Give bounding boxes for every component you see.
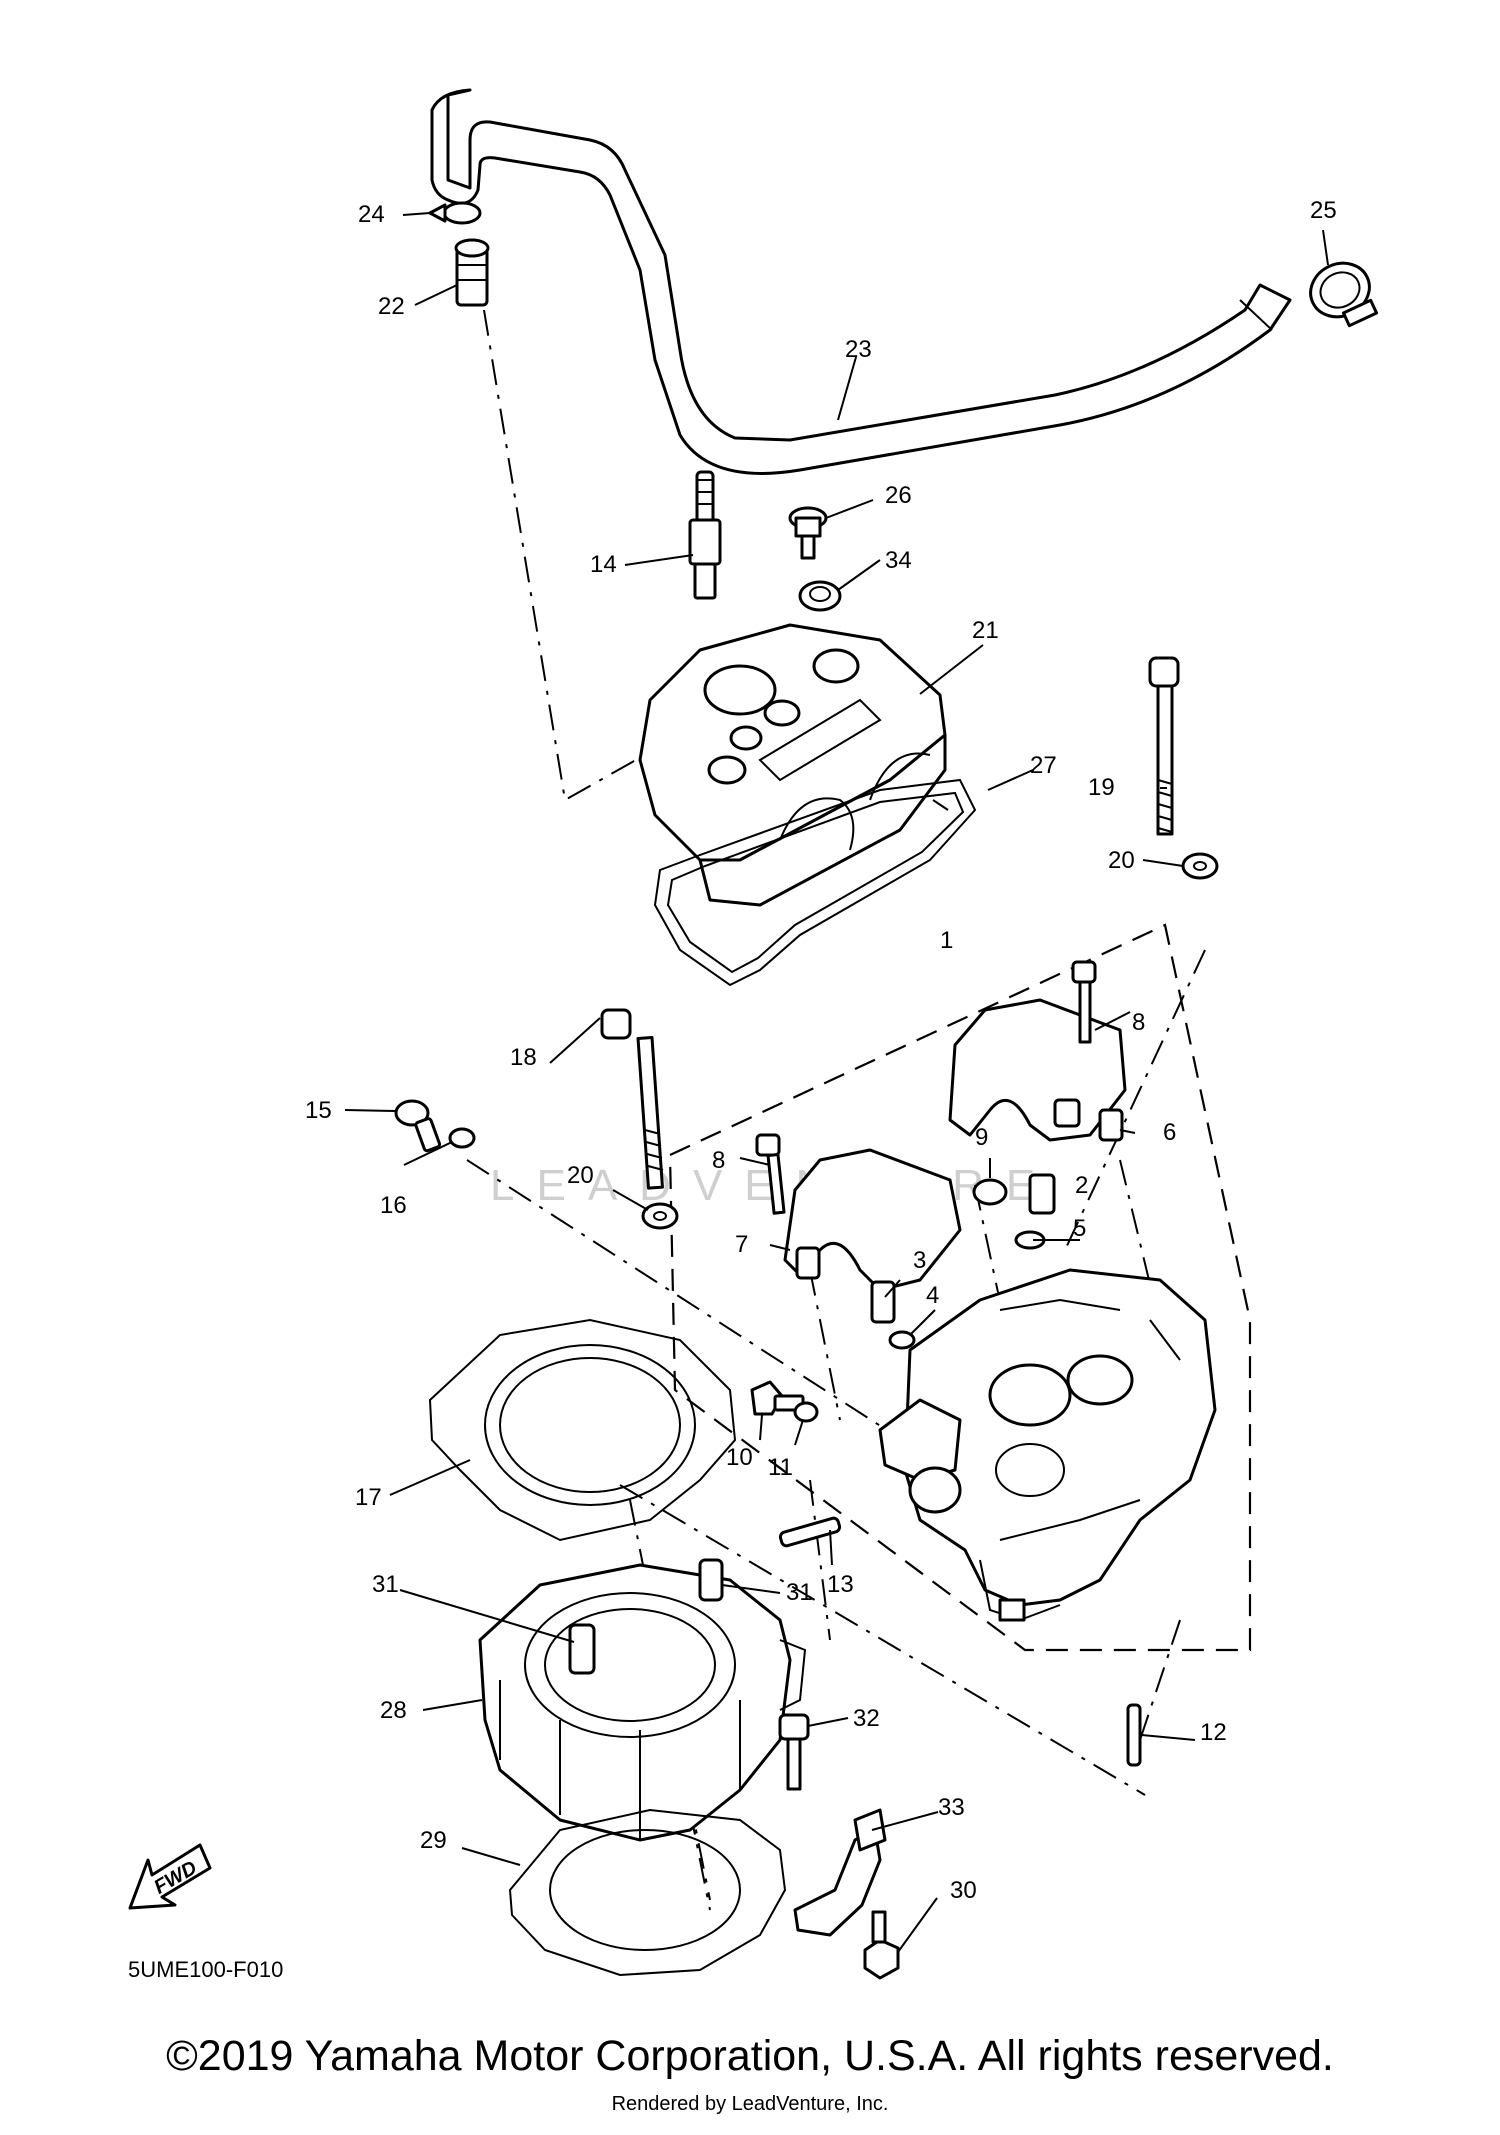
callout-27: 27 [1030,752,1057,779]
cylinder-head [878,1268,1217,1622]
callout-17: 17 [355,1484,382,1511]
hose-fitting [454,238,490,307]
callout-16: 16 [380,1192,407,1219]
callout-25: 25 [1310,197,1337,224]
diagram-code: 5UME100-F010 [128,1957,283,1982]
callout-22: 22 [378,293,405,320]
oil-passage-parts [870,1173,1056,1350]
callout-3: 3 [913,1247,926,1274]
callout-31-left: 31 [372,1571,399,1598]
cylinder-dowels [568,1558,724,1675]
spark-plug [688,470,722,600]
callout-13: 13 [827,1571,854,1598]
plug-bolt [394,1099,442,1153]
callout-30: 30 [950,1877,977,1904]
callout-6: 6 [1163,1119,1176,1146]
callout-28: 28 [380,1697,407,1724]
stud-bolt [778,1516,842,1548]
check-bolt-washer [793,1401,819,1423]
breather-hose [430,88,1292,475]
washer-right [1181,852,1219,880]
callout-4: 4 [926,1282,939,1309]
callout-20-left: 20 [567,1162,594,1189]
flange-bolt [863,1910,900,1980]
hose-clamp [1309,261,1379,328]
callout-7: 7 [735,1231,748,1258]
rendered-by-credit: Rendered by LeadVenture, Inc. [611,2093,889,2115]
hose-guide-bracket [793,1808,887,1937]
cylinder-head-assembly-outline [668,923,1252,1652]
callout-8-lower: 8 [712,1147,725,1174]
callout-9: 9 [975,1124,988,1151]
grommet [798,580,842,612]
callout-8-upper: 8 [1132,1009,1145,1036]
callout-11: 11 [768,1454,793,1481]
cylinder-head-cover [638,623,947,907]
cylinder-base-gasket [508,1808,787,1977]
callout-5: 5 [1073,1215,1086,1242]
exploded-parts-diagram: LEADVENTURE [128,88,1379,1982]
callout-32: 32 [853,1705,880,1732]
callout-numbers: 1 2 3 4 5 6 7 8 8 9 10 11 12 13 14 15 16… [305,197,1337,1904]
cylinder-block [478,1563,807,1842]
head-bolt-left [600,1008,664,1190]
cylinder-head-gasket [428,1318,737,1542]
cover-gasket [653,778,977,987]
callout-18: 18 [510,1044,537,1071]
copyright-notice: ©2019 Yamaha Motor Corporation, U.S.A. A… [166,2032,1334,2080]
leader-lines [344,212,1329,1953]
hose-clip [428,201,482,225]
callout-2: 2 [1075,1172,1088,1199]
check-bolt [750,1380,805,1416]
callout-23: 23 [845,336,872,363]
callout-24: 24 [358,201,385,228]
dowel-pins [795,1108,1124,1280]
callout-15: 15 [305,1097,332,1124]
callout-1: 1 [940,927,953,954]
head-bolt-right [1148,656,1180,836]
callout-20-right: 20 [1108,847,1135,874]
washer-left [641,1202,679,1230]
callout-21: 21 [972,617,999,644]
callout-34: 34 [885,547,912,574]
bolt-gasket [448,1127,476,1149]
callout-14: 14 [590,551,617,578]
callout-31-right: 31 [786,1579,813,1606]
stud-bolt-lower [1126,1703,1142,1767]
callout-10: 10 [726,1444,753,1471]
callout-19: 19 [1088,774,1115,801]
callout-29: 29 [420,1827,447,1854]
callout-33: 33 [938,1794,965,1821]
cover-bolt [788,506,828,560]
callout-12: 12 [1200,1719,1227,1746]
callout-26: 26 [885,482,912,509]
forward-direction-arrow: FWD [128,1843,212,1910]
cylinder-bolt [778,1713,810,1791]
cap-bolts [755,960,1097,1215]
